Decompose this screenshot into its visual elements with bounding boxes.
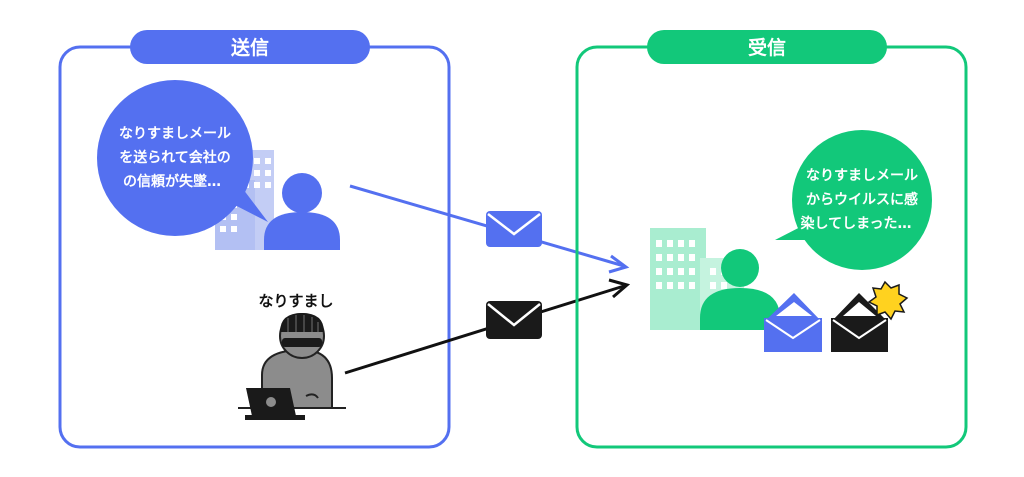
sender-header-pill	[130, 30, 370, 64]
sender-speech-line-1: なりすましメール	[119, 126, 231, 142]
opened-blue-envelope-icon	[764, 293, 822, 352]
receiver-header: 受信	[748, 36, 786, 59]
impersonator-label: なりすまし	[258, 292, 333, 310]
sender-person-icon	[264, 173, 340, 250]
receiver-header-pill	[647, 30, 887, 64]
blue-envelope-icon	[486, 211, 542, 247]
receiver-speech-line-3: 染してしまった…	[800, 215, 911, 232]
receiver-panel: 受信	[575, 30, 968, 449]
opened-black-envelope-icon	[831, 293, 888, 352]
receiver-speech-line-2: からウイルスに感	[806, 191, 918, 208]
black-envelope-icon	[486, 301, 542, 339]
receiver-speech-line-1: なりすましメール	[806, 168, 918, 184]
sender-panel: 送信	[58, 30, 451, 449]
sender-header: 送信	[231, 36, 269, 59]
sender-speech-line-3: の信頼が失墜…	[123, 173, 221, 190]
receiver-speech-bubble: なりすましメール からウイルスに感 染してしまった…	[775, 130, 932, 270]
sender-speech-bubble: なりすましメール を送られて会社の の信頼が失墜…	[97, 80, 268, 236]
virus-burst-icon	[867, 280, 909, 321]
impersonator-hacker-icon	[238, 313, 346, 420]
skull-icon	[266, 397, 276, 407]
sender-speech-line-2: を送られて会社の	[119, 149, 231, 166]
receiver-person-icon	[700, 249, 780, 330]
